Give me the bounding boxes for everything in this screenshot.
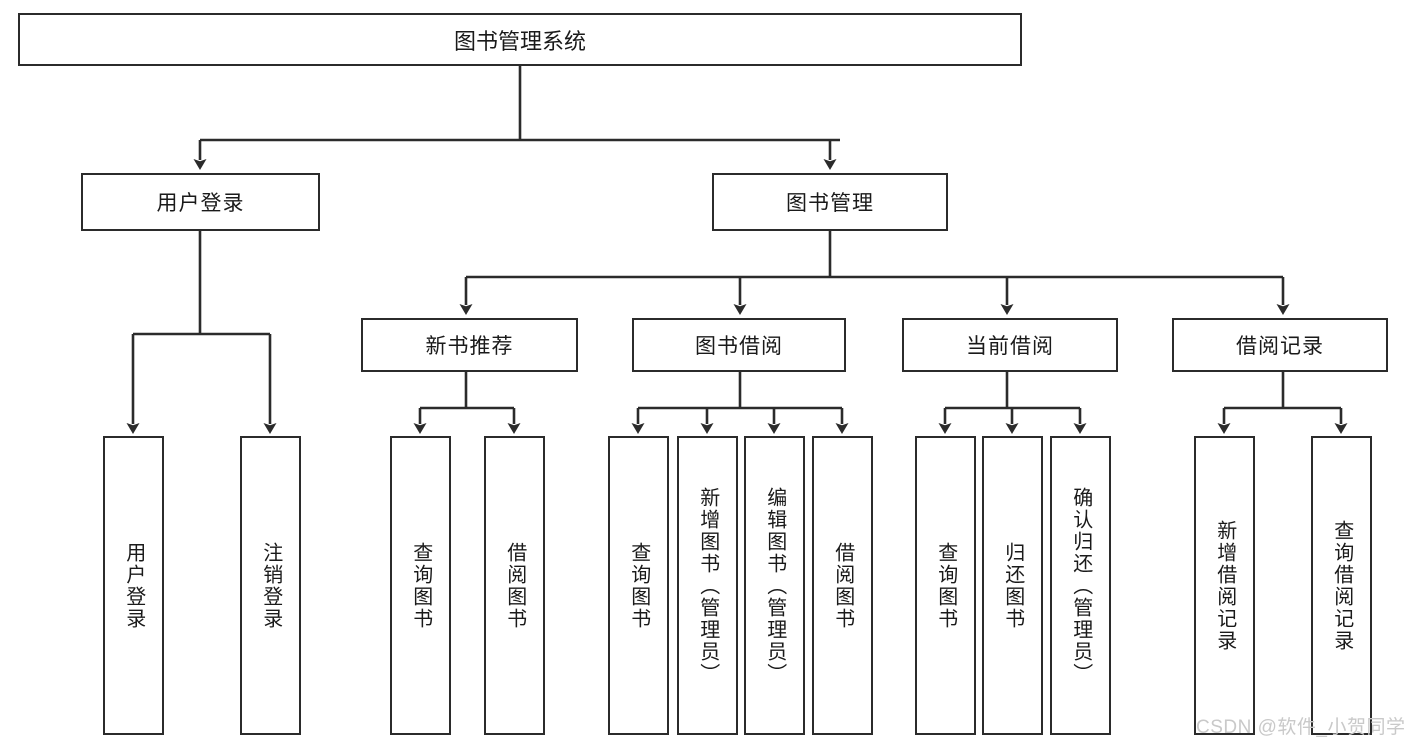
node-leaf-query-book-3-label: 查询图书: [934, 541, 957, 630]
node-new-book-rec-label: 新书推荐: [425, 335, 514, 358]
node-book-manage-label: 图书管理: [786, 192, 874, 215]
node-leaf-add-record[interactable]: 新增借阅记录: [1194, 436, 1255, 735]
node-leaf-confirm-return[interactable]: 确认归还（管理员）: [1050, 436, 1111, 735]
node-leaf-borrow-book-2-label: 借阅图书: [831, 541, 854, 630]
node-leaf-borrow-book-1-label: 借阅图书: [503, 541, 526, 630]
node-leaf-query-book-2[interactable]: 查询图书: [608, 436, 669, 735]
node-leaf-return-book[interactable]: 归还图书: [982, 436, 1043, 735]
node-leaf-borrow-book-1[interactable]: 借阅图书: [484, 436, 545, 735]
node-user-login-label: 用户登录: [156, 192, 245, 215]
node-leaf-user-login[interactable]: 用户登录: [103, 436, 164, 735]
node-book-borrow-label: 图书借阅: [695, 335, 783, 358]
node-leaf-query-record[interactable]: 查询借阅记录: [1311, 436, 1372, 735]
node-leaf-query-book-3[interactable]: 查询图书: [915, 436, 976, 735]
node-leaf-query-book-2-label: 查询图书: [627, 541, 650, 630]
node-leaf-add-book-label: 新增图书（管理员）: [696, 486, 719, 685]
node-current-borrow-label: 当前借阅: [966, 335, 1054, 358]
node-root[interactable]: 图书管理系统: [18, 13, 1022, 66]
node-leaf-query-record-label: 查询借阅记录: [1330, 519, 1353, 652]
node-leaf-edit-book-label: 编辑图书（管理员）: [763, 486, 786, 685]
node-borrow-record[interactable]: 借阅记录: [1172, 318, 1388, 372]
node-book-borrow[interactable]: 图书借阅: [632, 318, 846, 372]
node-new-book-rec[interactable]: 新书推荐: [361, 318, 578, 372]
node-leaf-add-record-label: 新增借阅记录: [1213, 519, 1236, 652]
node-leaf-return-book-label: 归还图书: [1001, 541, 1024, 630]
node-user-login[interactable]: 用户登录: [81, 173, 320, 231]
node-root-label: 图书管理系统: [453, 28, 586, 54]
node-leaf-add-book[interactable]: 新增图书（管理员）: [677, 436, 738, 735]
node-borrow-record-label: 借阅记录: [1236, 335, 1324, 358]
node-leaf-logout-label: 注销登录: [259, 541, 282, 630]
node-leaf-query-book-1[interactable]: 查询图书: [390, 436, 451, 735]
node-current-borrow[interactable]: 当前借阅: [902, 318, 1118, 372]
node-book-manage[interactable]: 图书管理: [712, 173, 948, 231]
node-leaf-confirm-return-label: 确认归还（管理员）: [1069, 486, 1092, 685]
node-leaf-edit-book[interactable]: 编辑图书（管理员）: [744, 436, 805, 735]
node-leaf-logout[interactable]: 注销登录: [240, 436, 301, 735]
node-leaf-borrow-book-2[interactable]: 借阅图书: [812, 436, 873, 735]
watermark-text: CSDN @软件_小贺同学: [1196, 717, 1405, 738]
node-leaf-user-login-label: 用户登录: [122, 541, 145, 630]
node-leaf-query-book-1-label: 查询图书: [409, 541, 432, 630]
